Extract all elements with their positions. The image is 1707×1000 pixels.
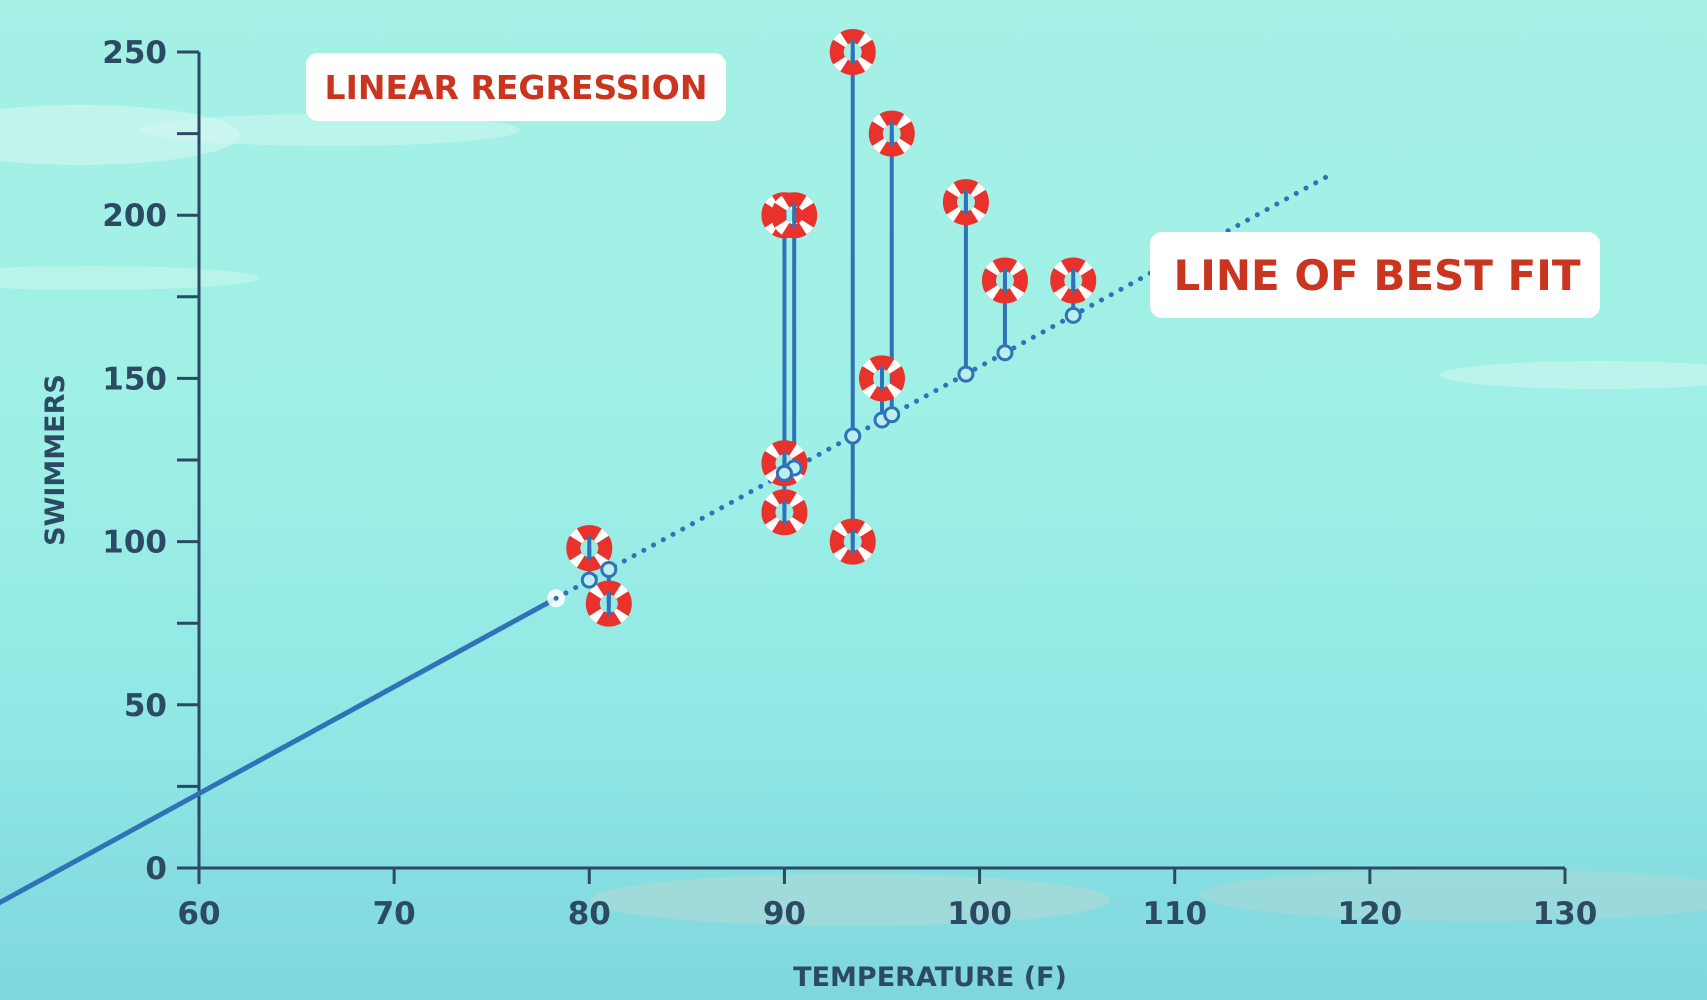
fit-point-marker [582, 573, 596, 587]
x-tick-label: 60 [177, 896, 220, 932]
y-tick-label: 150 [102, 361, 167, 397]
fit-point-marker [885, 408, 899, 422]
life-ring-band [868, 387, 873, 392]
life-ring-band [952, 189, 957, 194]
life-ring-band [878, 120, 883, 125]
axes: 0 50 100 150 200 250 60 70 80 90 100 110 120 130 [102, 35, 1597, 932]
y-tick-label: 200 [102, 198, 167, 234]
life-ring-band [781, 224, 786, 229]
life-ring-band [1060, 289, 1065, 294]
fit-line-solid [0, 598, 556, 905]
life-ring-band [900, 120, 905, 125]
fit-point-marker [1066, 308, 1080, 322]
life-ring-band [1060, 267, 1065, 272]
life-ring-band [576, 535, 581, 540]
life-ring-band [793, 450, 798, 455]
life-ring-band [576, 557, 581, 562]
x-tick-label: 110 [1142, 896, 1207, 932]
x-tick-label: 90 [763, 896, 806, 932]
life-ring-band [1082, 289, 1087, 294]
life-ring-band [771, 499, 776, 504]
life-ring-band [839, 550, 844, 555]
life-ring-band [991, 289, 996, 294]
y-tick-label: 50 [124, 688, 167, 724]
life-ring-band [1082, 267, 1087, 272]
life-ring-band [595, 590, 600, 595]
life-ring-band [878, 142, 883, 147]
life-ring-band [952, 211, 957, 216]
life-ring-band [974, 189, 979, 194]
life-ring-band [617, 612, 622, 617]
life-ring-band [771, 472, 776, 477]
fit-point-marker [602, 562, 616, 576]
life-ring-band [793, 521, 798, 526]
life-ring-band [598, 535, 603, 540]
life-ring-band [839, 61, 844, 66]
life-ring-band [803, 224, 808, 229]
life-ring-band [803, 202, 808, 207]
fit-point-marker [846, 429, 860, 443]
life-ring-band [839, 38, 844, 43]
life-ring-band [781, 202, 786, 207]
fit-point-marker [959, 367, 973, 381]
annotation-label: LINE OF BEST FIT [1173, 251, 1580, 300]
fit-point-marker [777, 466, 791, 480]
life-ring-band [991, 267, 996, 272]
annotation-box: LINE OF BEST FIT [1150, 232, 1600, 318]
y-axis-title: SWIMMERS [40, 374, 71, 546]
x-tick-label: 120 [1337, 896, 1402, 932]
life-ring-band [1014, 267, 1019, 272]
life-ring-band [617, 590, 622, 595]
x-tick-label: 130 [1533, 896, 1598, 932]
life-ring-band [891, 365, 896, 370]
life-ring-band [839, 528, 844, 533]
life-ring-band [771, 450, 776, 455]
x-axis-title: TEMPERATURE (F) [793, 962, 1067, 993]
fit-point-marker [998, 346, 1012, 360]
life-ring-band [771, 521, 776, 526]
life-ring-band [861, 38, 866, 43]
x-tick-label: 80 [568, 896, 611, 932]
life-ring-band [974, 211, 979, 216]
points-layer [573, 36, 1089, 620]
life-ring-band [861, 61, 866, 66]
life-ring-band [861, 528, 866, 533]
life-ring-band [861, 550, 866, 555]
life-ring-band [598, 557, 603, 562]
life-ring-band [1014, 289, 1019, 294]
title-box: LINEAR REGRESSION [306, 53, 726, 121]
y-tick-label: 250 [102, 35, 167, 71]
life-ring-band [891, 387, 896, 392]
life-ring-band [793, 499, 798, 504]
chart-title: LINEAR REGRESSION [325, 68, 708, 107]
y-tick-label: 100 [102, 525, 167, 561]
x-tick-label: 70 [373, 896, 416, 932]
life-ring-band [900, 142, 905, 147]
y-tick-label: 0 [145, 851, 167, 887]
life-ring-band [595, 612, 600, 617]
life-ring-band [868, 365, 873, 370]
x-tick-label: 100 [947, 896, 1012, 932]
